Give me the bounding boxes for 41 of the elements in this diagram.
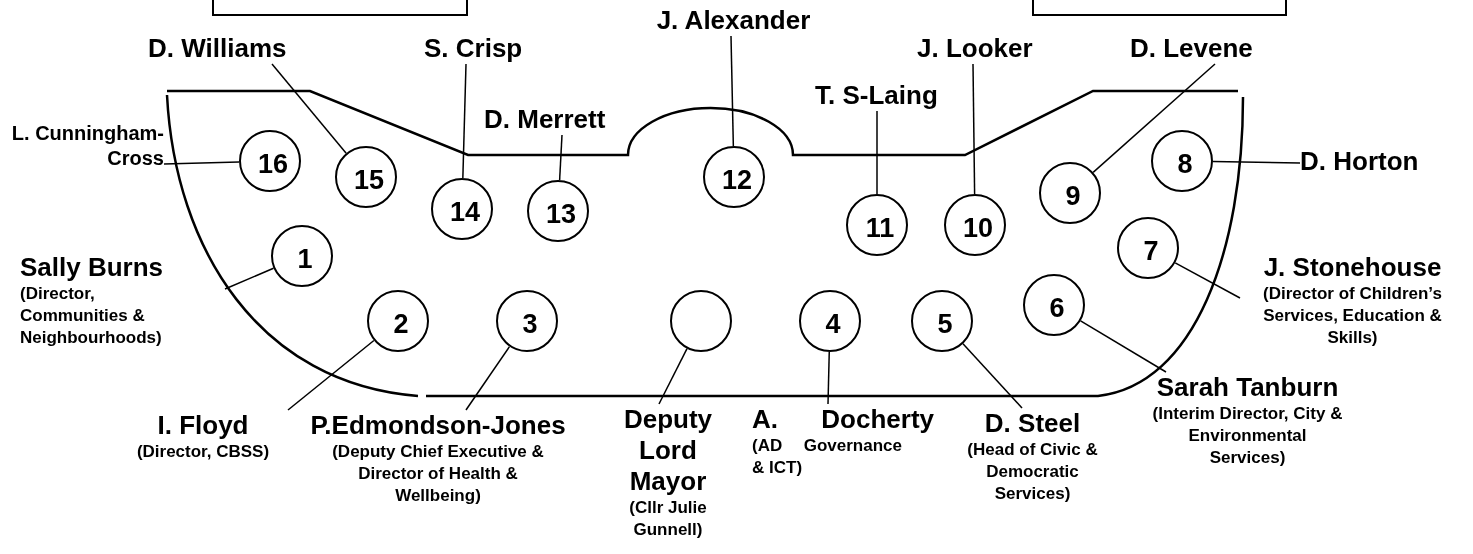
- leader-line: [827, 351, 830, 405]
- person-name: D. Horton: [1300, 146, 1420, 177]
- person-name: D. Williams: [148, 33, 288, 64]
- leader-line: [287, 339, 375, 411]
- person-name: T. S-Laing: [815, 80, 939, 111]
- leader-line: [1174, 262, 1241, 299]
- job-title: (Head of Civic & Democratic Services): [966, 439, 1099, 505]
- leader-line: [876, 110, 878, 195]
- job-title: (Interim Director, City & Environmental Services): [1151, 403, 1344, 469]
- leader-line: [271, 63, 347, 154]
- job-title: (Deputy Chief Executive & Director of Health & Wellbeing): [331, 441, 545, 507]
- leader-line: [558, 134, 563, 181]
- job-title: (Director, CBSS): [135, 441, 271, 463]
- job-title: (Director of Children’s Services, Education & Skills): [1262, 283, 1443, 349]
- person-name: I. Floyd: [156, 410, 250, 441]
- leader-line: [1092, 63, 1216, 174]
- person-name: Sarah Tanburn: [1155, 372, 1340, 403]
- leader-line: [462, 63, 467, 179]
- person-name: P.Edmondson-Jones: [309, 410, 567, 441]
- job-title: (Cllr Julie Gunnell): [628, 497, 708, 541]
- person-name: L. Cunningham-Cross: [10, 121, 164, 171]
- leader-line: [962, 343, 1023, 409]
- leader-line: [730, 35, 735, 147]
- job-title: (AD Governance & ICT): [752, 435, 902, 479]
- person-name: S. Crisp: [424, 33, 524, 64]
- person-name: D. Merrett: [484, 104, 607, 135]
- leader-line: [658, 347, 688, 405]
- person-name: D. Levene: [1130, 33, 1254, 64]
- person-name: J. Looker: [917, 33, 1034, 64]
- leader-line: [465, 345, 511, 411]
- person-name: J. Alexander: [655, 5, 812, 36]
- person-name: Deputy Lord Mayor: [622, 404, 714, 497]
- job-title: (Director, Communities & Neighbourhoods): [20, 283, 163, 349]
- person-name: J. Stonehouse: [1262, 252, 1443, 283]
- leader-line: [972, 63, 976, 195]
- leader-line: [1212, 160, 1301, 164]
- person-name: D. Steel: [983, 408, 1082, 439]
- person-name: A. Docherty: [752, 404, 934, 435]
- leader-line: [163, 161, 240, 165]
- leader-line: [1079, 320, 1167, 373]
- person-name: Sally Burns: [20, 252, 165, 283]
